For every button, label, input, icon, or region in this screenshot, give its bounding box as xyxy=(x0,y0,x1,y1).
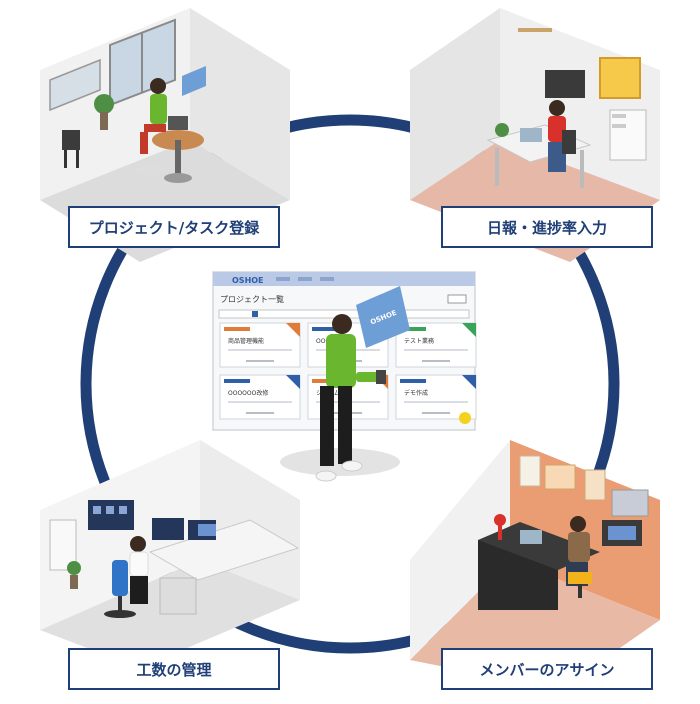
add-project-icon xyxy=(459,412,471,424)
center-dashboard: OSHOE プロジェクト一覧 商品管理機能OOOOOOテスト業務OOOOOO改修… xyxy=(213,272,476,481)
label-member-assignment: メンバーのアサイン xyxy=(441,648,653,690)
project-card-title: テスト業務 xyxy=(404,337,434,345)
person-laptop-icon xyxy=(150,78,166,94)
project-card: 商品管理機能 xyxy=(220,323,300,367)
project-card-title: デモ作成 xyxy=(404,389,428,397)
label-project-task-registration: プロジェクト/タスク登録 xyxy=(68,206,280,248)
project-card: OOOOOO改修 xyxy=(220,375,300,419)
person-monitor-icon xyxy=(130,536,146,552)
center-page-title: プロジェクト一覧 xyxy=(220,294,284,304)
person-desk-lamp-icon xyxy=(570,516,586,532)
center-logo-text: OSHOE xyxy=(232,276,264,285)
label-daily-report-progress-input: 日報・進捗率入力 xyxy=(441,206,653,248)
project-card-title: 商品管理機能 xyxy=(228,337,264,345)
project-card-title: OOOOOO改修 xyxy=(228,389,268,397)
person-desk-icon xyxy=(549,100,565,116)
label-workload-management: 工数の管理 xyxy=(68,648,280,690)
presenter-icon xyxy=(332,314,352,334)
